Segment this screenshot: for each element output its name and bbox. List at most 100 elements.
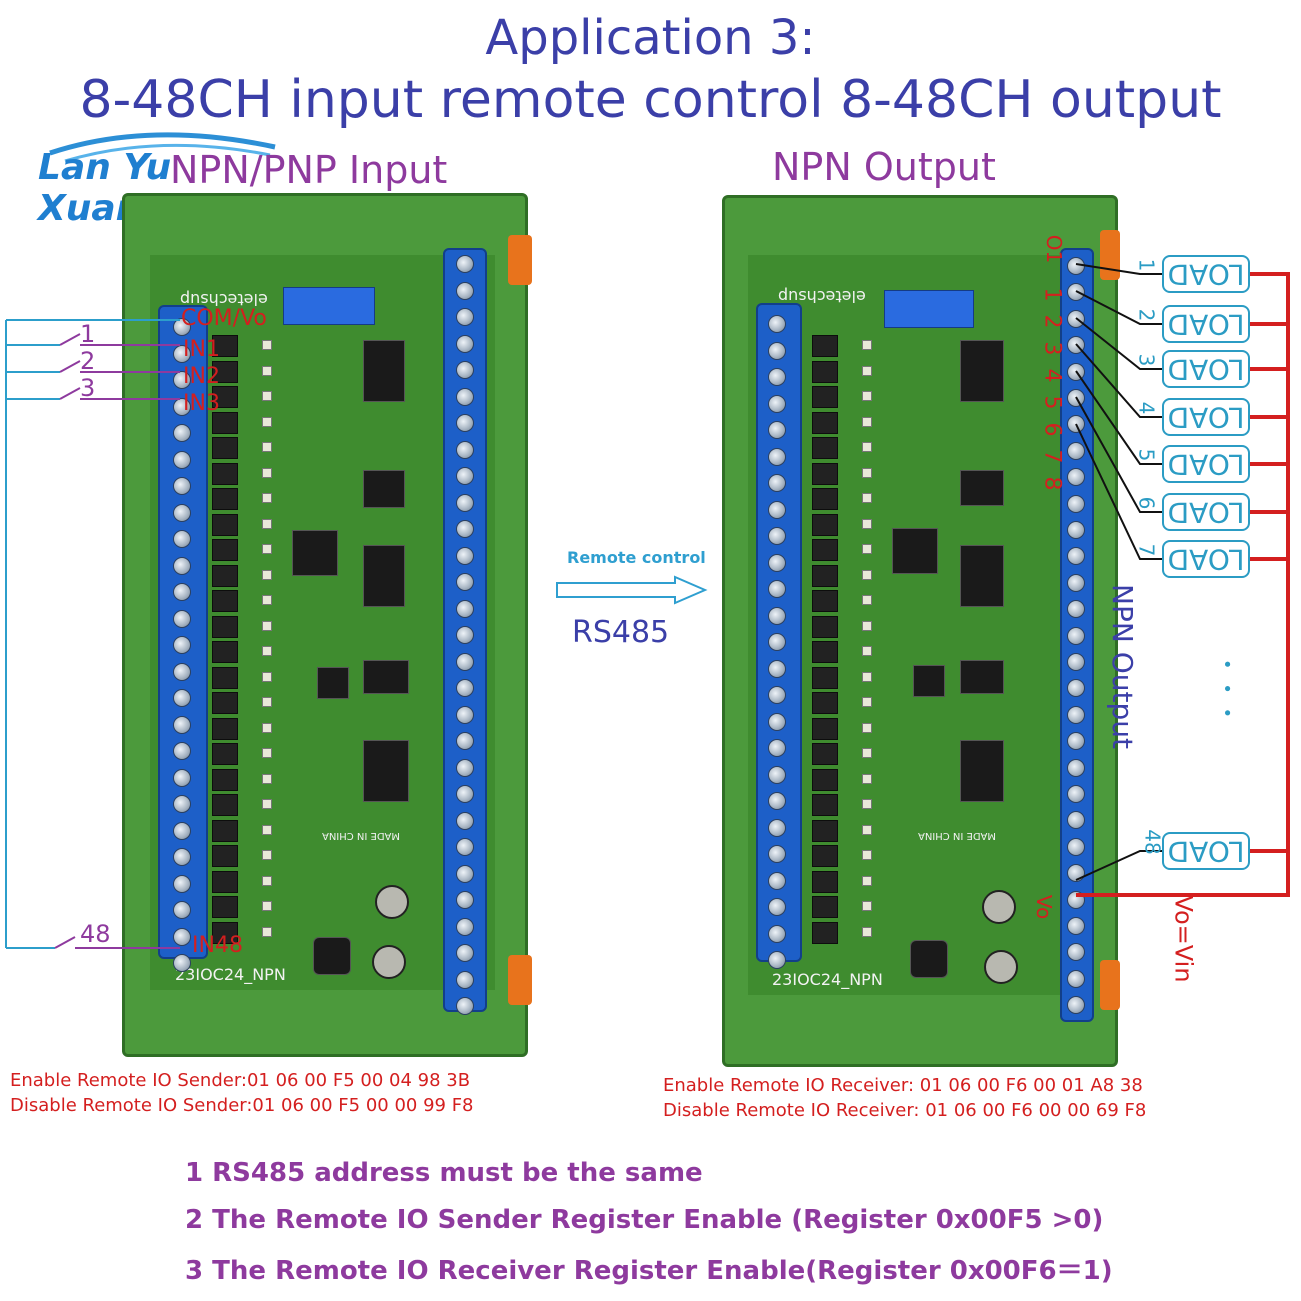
optocoupler [212,386,238,408]
terminal-screw [1067,283,1085,302]
optocoupler [212,768,238,791]
vo-vin-label: Vo=Vin [1169,895,1198,983]
load-signal-wire [1075,290,1162,325]
led-indicator [862,595,872,605]
left-section-label: NPN/PNP Input [170,148,448,192]
led-indicator [262,620,272,631]
terminal-screw [173,795,191,813]
left-ic-2 [363,470,405,508]
terminal-screw [456,785,474,803]
terminal-screw [456,758,474,777]
optocoupler [812,564,838,587]
terminal-screw [173,742,191,760]
led-indicator [262,365,272,376]
terminal-screw [173,715,191,734]
terminal-label-in1: IN1 [183,337,220,362]
optocoupler [812,411,838,434]
terminal-screw [456,573,474,591]
optocoupler [812,590,838,612]
optocoupler [212,794,238,816]
right-ic-6 [913,665,945,697]
terminal-screw [173,821,191,840]
terminal-screw [768,871,786,890]
optocoupler [212,564,238,587]
left-mcu [292,530,338,576]
left-ic-6 [317,667,349,699]
terminal-screw [456,440,474,459]
right-ic-4 [960,660,1004,694]
optocoupler [212,870,238,893]
led-indicator [262,595,272,605]
load-box: LOAD [1162,493,1250,531]
terminal-screw [173,636,191,654]
switch-label-2: 2 [80,347,96,375]
led-indicator [862,773,872,784]
terminal-screw [456,705,474,724]
terminal-screw [456,732,474,750]
optocoupler [812,768,838,791]
terminal-screw [768,553,786,572]
terminal-screw [456,626,474,644]
optocoupler [812,666,838,689]
terminal-screw [1067,626,1085,645]
right-board-made-in: MADE IN CHINA [918,830,997,841]
load-box: LOAD [1162,540,1250,578]
led-indicator [862,442,872,452]
terminal-screw [456,838,474,856]
terminal-screw [456,414,474,432]
load-signal-wire [1075,317,1162,370]
left-board-made-in: MADE IN CHINA [322,830,401,841]
led-indicator [862,391,872,401]
optocoupler [812,921,838,944]
led-indicator [862,901,872,911]
led-indicator [862,620,872,631]
right-dip-switch [884,290,974,328]
right-capacitor-2 [984,950,1018,984]
load-box: LOAD [1162,350,1250,388]
terminal-screw [1067,943,1085,962]
terminal-screw [1067,494,1085,513]
note-1: 1 RS485 address must be the same [185,1158,703,1188]
right-board-model: 23IOC24_NPN [772,970,883,989]
terminal-screw [456,652,474,671]
led-indicator [262,799,272,809]
terminal-screw [1067,996,1085,1015]
led-indicator [262,926,272,937]
right-ic-3 [960,545,1004,607]
terminal-screw [456,917,474,936]
terminal-screw [173,450,191,469]
rs485-label: RS485 [572,615,670,650]
terminal-screw [173,424,191,442]
optocoupler [212,488,238,510]
terminal-screw [768,474,786,492]
led-indicator [862,799,872,809]
led-indicator [262,671,272,682]
terminal-screw [768,633,786,651]
load-box: LOAD [1162,445,1250,483]
terminal-screw [173,477,191,495]
led-indicator [262,722,272,733]
optocoupler [812,845,838,867]
terminal-screw [768,421,786,439]
load-number-2: 2 [1134,308,1159,322]
title-line-1: Application 3: [485,10,816,66]
load-box: LOAD [1162,832,1250,870]
terminal-screw [1067,969,1085,988]
terminal-screw [456,970,474,989]
led-indicator [862,875,872,886]
load-number-5: 5 [1134,448,1159,462]
led-indicator [862,340,872,350]
optocoupler [212,335,238,357]
optocoupler [812,896,838,918]
sender-enable-command: Enable Remote IO Sender:01 06 00 F5 00 0… [10,1070,471,1091]
led-indicator [862,748,872,758]
load-box: LOAD [1162,305,1250,343]
terminal-screw [173,848,191,866]
optocoupler [212,921,238,944]
terminal-screw [456,467,474,485]
load-number-1: 1 [1134,258,1159,272]
load-signal-wire [1075,263,1162,275]
optocoupler [212,590,238,612]
terminal-screw [1067,785,1085,803]
terminal-screw [173,583,191,601]
